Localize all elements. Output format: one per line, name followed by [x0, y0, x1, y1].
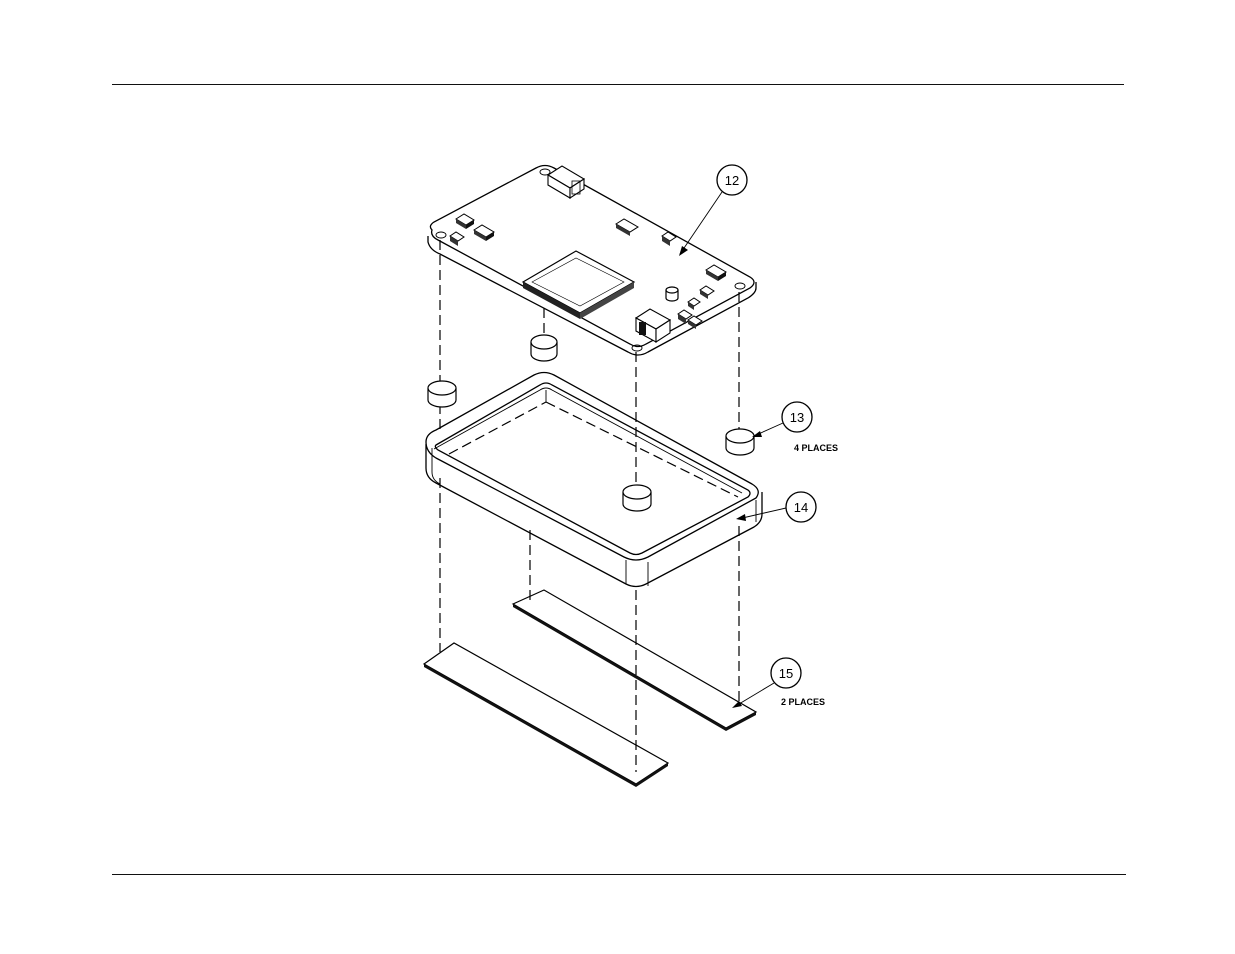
circuit-board — [428, 166, 756, 356]
callout-14-label: 14 — [794, 500, 808, 515]
enclosure-tray — [426, 373, 762, 587]
callout-15: 15 2 PLACES — [732, 658, 825, 708]
foam-pad-right — [726, 429, 754, 455]
callout-12: 12 — [679, 165, 747, 256]
foam-pad-back — [531, 335, 557, 361]
foam-pad-left — [428, 381, 456, 407]
callout-12-label: 12 — [725, 173, 739, 188]
callout-13-label: 13 — [790, 410, 804, 425]
callout-15-note: 2 PLACES — [781, 697, 825, 707]
callout-13: 13 4 PLACES — [752, 402, 838, 453]
callout-13-note: 4 PLACES — [794, 443, 838, 453]
foam-pad-front — [623, 485, 651, 511]
callout-15-label: 15 — [779, 666, 793, 681]
